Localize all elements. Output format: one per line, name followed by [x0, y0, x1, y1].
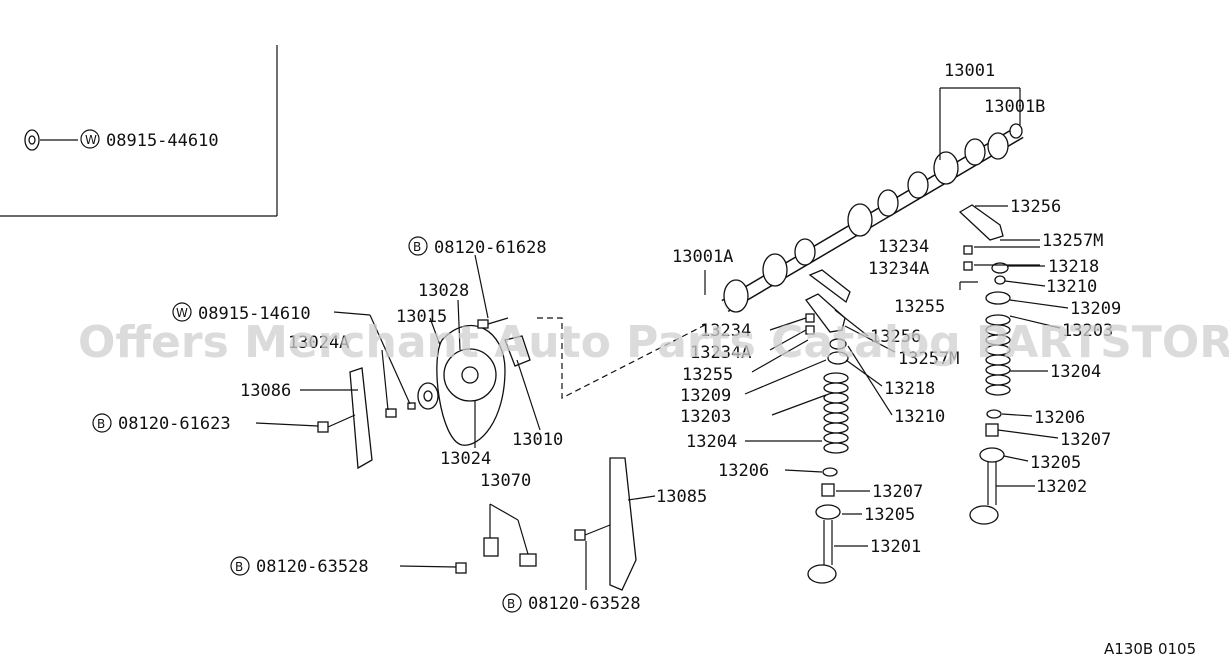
- part-label: 13256: [870, 327, 921, 347]
- part-label: 08120-63528: [256, 557, 369, 577]
- part-label: 13209: [1070, 299, 1121, 319]
- washer-marker-icon: [172, 302, 192, 322]
- part-label: 13001: [944, 61, 995, 81]
- part-label: 13070: [480, 471, 531, 491]
- part-label: 08120-61623: [118, 414, 231, 434]
- part-label: 13234A: [690, 343, 751, 363]
- bolt-marker-letter: B: [97, 417, 105, 431]
- timing-chain-icon: [385, 317, 531, 446]
- bolt-marker-icon: [230, 556, 250, 576]
- right-valve-assembly-icon: [958, 204, 1011, 525]
- part-label: 13015: [396, 307, 447, 327]
- part-label: 08120-63528: [528, 594, 641, 614]
- left-valve-assembly-icon: [805, 269, 851, 584]
- part-label: 13024: [440, 449, 491, 469]
- part-labels: 13001 13001B 13256 13257M 13234 13234A 1…: [118, 61, 1121, 614]
- part-label: 13001A: [672, 247, 733, 267]
- part-label: 13206: [1034, 408, 1085, 428]
- part-label: 13203: [1062, 321, 1113, 341]
- part-label: 08915-14610: [198, 304, 311, 324]
- part-label: 13206: [718, 461, 769, 481]
- part-label: 13255: [682, 365, 733, 385]
- part-label: 13201: [870, 537, 921, 557]
- part-label: 13085: [656, 487, 707, 507]
- inset-frame: W 08915-44610: [0, 45, 278, 217]
- camshaft-icon: [721, 123, 1024, 313]
- part-label: 13086: [240, 381, 291, 401]
- part-label: 13255: [894, 297, 945, 317]
- washer-marker-icon: [80, 129, 100, 149]
- washer-marker-letter: W: [176, 306, 188, 320]
- part-label: 13204: [1050, 362, 1101, 382]
- inset-part-label: 08915-44610: [106, 131, 219, 151]
- figure-code: A130B 0105: [1104, 640, 1196, 658]
- chain-tensioner-icon: [609, 457, 637, 591]
- part-label: 13001B: [984, 97, 1045, 117]
- chain-guide-icon: [349, 367, 373, 470]
- bolt-marker-letter: B: [507, 597, 515, 611]
- part-label: 13202: [1036, 477, 1087, 497]
- bolt-marker-icon: [502, 593, 522, 613]
- part-label: 13207: [1060, 430, 1111, 450]
- part-label: 13205: [864, 505, 915, 525]
- part-label: 13218: [884, 379, 935, 399]
- part-label: 13204: [686, 432, 737, 452]
- part-label: 13234: [700, 321, 751, 341]
- tensioner-bracket-icon: [455, 537, 537, 574]
- part-label: 13207: [872, 482, 923, 502]
- part-label: 13234A: [868, 259, 929, 279]
- bolt-marker-letter: B: [235, 560, 243, 574]
- part-label: 08120-61628: [434, 238, 547, 258]
- part-label: 13024A: [288, 333, 349, 353]
- bolt-marker-icon: [92, 413, 112, 433]
- part-label: 13209: [680, 386, 731, 406]
- part-label: 13010: [512, 430, 563, 450]
- bolt-marker-letter: B: [413, 240, 421, 254]
- part-label: 13257M: [898, 349, 959, 369]
- part-label: 13218: [1048, 257, 1099, 277]
- bolt-marker-icon: [408, 236, 428, 256]
- part-label: 13256: [1010, 197, 1061, 217]
- part-label: 13234: [878, 237, 929, 257]
- part-label: 13210: [1046, 277, 1097, 297]
- washer-marker-letter: W: [85, 133, 97, 147]
- watermark: Offers Merchant Auto Parts Catalog PARTS…: [78, 317, 1229, 368]
- part-label: 13210: [894, 407, 945, 427]
- part-label: 13257M: [1042, 231, 1103, 251]
- part-label: 13205: [1030, 453, 1081, 473]
- part-label: 13028: [418, 281, 469, 301]
- part-label: 13203: [680, 407, 731, 427]
